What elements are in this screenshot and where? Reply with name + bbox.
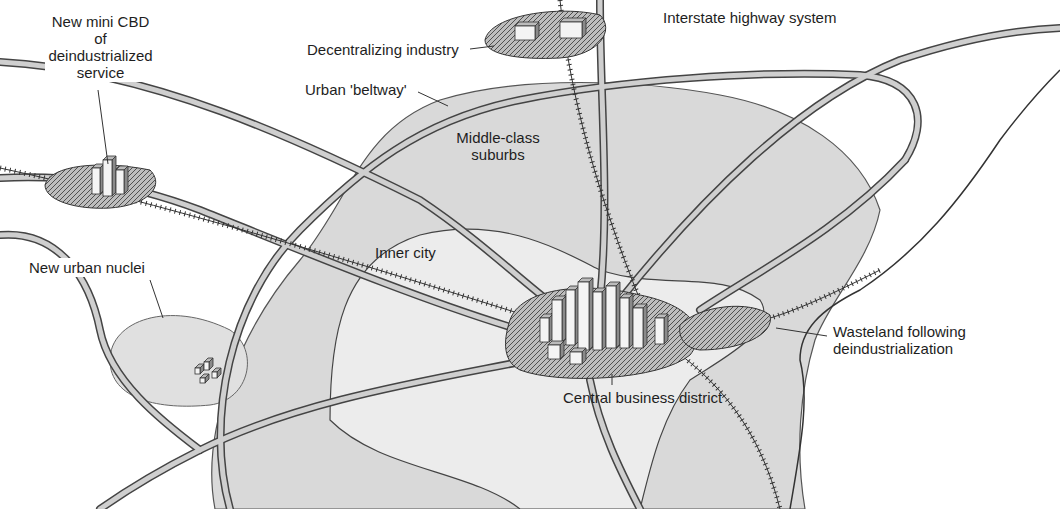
coastline (790, 70, 1060, 509)
building (655, 318, 664, 344)
road (0, 235, 200, 450)
building (620, 298, 629, 348)
building-side (629, 294, 633, 348)
building (103, 160, 112, 196)
building (593, 292, 602, 350)
map-label: Central business district (560, 388, 725, 407)
building-top (655, 314, 668, 318)
building-side (589, 278, 593, 350)
building-top (212, 368, 221, 372)
building-top (200, 374, 209, 378)
cbd-area (506, 288, 698, 378)
road-casing (620, 28, 1060, 300)
building (566, 290, 575, 345)
road-casing (0, 235, 200, 450)
road (700, 160, 905, 310)
building-top (204, 358, 213, 362)
building (200, 378, 205, 383)
map-label: New mini CBD of deindustrialized service (45, 12, 156, 82)
railways (0, 0, 880, 509)
building-top (116, 166, 128, 170)
building-top (548, 341, 564, 345)
building (212, 372, 217, 378)
railway-ties (660, 340, 780, 509)
building-top (560, 18, 586, 22)
railway-line (660, 340, 780, 509)
building (560, 22, 582, 38)
building-top (552, 296, 566, 300)
building-top (566, 286, 579, 290)
building-top (578, 278, 593, 282)
inner-city-region (330, 229, 764, 509)
building (195, 368, 200, 374)
road-casing (100, 360, 530, 509)
building (548, 345, 560, 359)
building-side (562, 296, 566, 342)
building-side (124, 166, 128, 194)
map-label: Decentralizing industry (304, 40, 462, 59)
wasteland-area (680, 306, 771, 350)
building-side (664, 314, 668, 344)
building-top (195, 364, 204, 368)
road-casing (700, 160, 905, 310)
buildings (92, 18, 668, 383)
building-top (103, 156, 116, 160)
building-top (570, 348, 586, 352)
building-top (593, 288, 606, 292)
building (578, 282, 589, 350)
industry-area (485, 11, 606, 58)
map-label: Middle-class suburbs (445, 128, 551, 164)
building-side (616, 282, 620, 348)
mini-cbd-area (45, 165, 156, 208)
building (540, 318, 549, 342)
road (221, 74, 918, 509)
building (92, 168, 100, 194)
building (204, 362, 209, 370)
map-label: Urban 'beltway' (302, 80, 410, 99)
building-top (515, 22, 539, 26)
road (620, 28, 1060, 300)
road (0, 62, 560, 310)
map-label: New urban nuclei (26, 258, 148, 277)
map-label: Inner city (372, 243, 439, 262)
leader-lines (98, 46, 827, 385)
building-top (633, 304, 647, 308)
road-casing (600, 0, 604, 300)
building-side (643, 304, 647, 348)
building (633, 308, 643, 348)
building-top (92, 164, 104, 168)
building (570, 352, 582, 364)
building (116, 170, 124, 194)
building (606, 286, 616, 348)
building (552, 300, 562, 342)
building-top (540, 314, 553, 318)
road (100, 360, 530, 509)
road-casing (221, 74, 918, 509)
road-casing (0, 62, 560, 310)
building (515, 26, 535, 40)
map-label: Wasteland following deindustrialization (830, 322, 986, 358)
building-top (620, 294, 633, 298)
building-side (602, 288, 606, 350)
road (600, 0, 604, 300)
building-top (606, 282, 620, 286)
building-side (112, 156, 116, 196)
map-label: Interstate highway system (660, 8, 839, 27)
